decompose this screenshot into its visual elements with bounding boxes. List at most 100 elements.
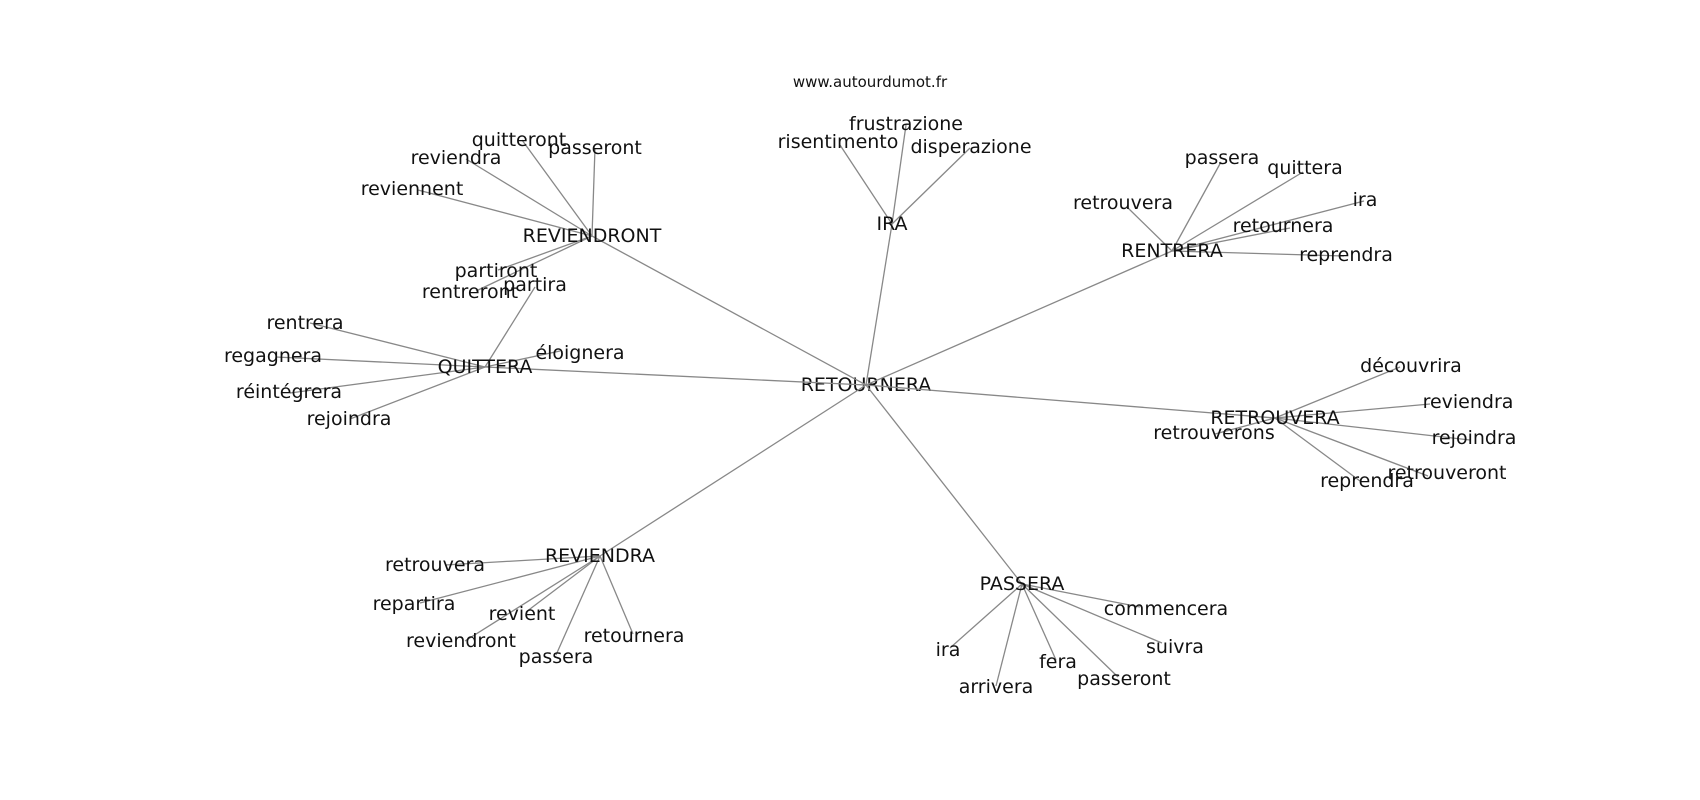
word-node: retrouverons (1153, 422, 1275, 444)
edge (349, 366, 486, 420)
edge (484, 286, 536, 368)
hub-group-retrouvera: RETROUVERA découvrira reviendra rejoindr… (865, 355, 1517, 492)
word-node: retrouvera (385, 554, 485, 576)
site-url: www.autourdumot.fr (793, 73, 948, 91)
edge (891, 147, 971, 225)
edge (1021, 583, 1057, 661)
word-node: retrouvera (1073, 192, 1173, 214)
edge (497, 235, 593, 271)
word-node: reviendra (411, 147, 502, 169)
edge (1021, 583, 1141, 608)
hub-node: RETROUVERA (1210, 407, 1339, 429)
edge (1171, 161, 1222, 252)
edge (839, 144, 893, 225)
word-node: reviendront (406, 630, 516, 652)
edge (1214, 417, 1276, 435)
edge (1171, 250, 1345, 257)
edge (949, 583, 1023, 649)
edge (525, 555, 601, 613)
hub-node: REVIENDRONT (523, 225, 662, 247)
edge (521, 139, 593, 237)
hub-group-passera: PASSERA commencera suivra ira fera passe… (865, 384, 1228, 698)
edge (417, 189, 593, 237)
word-node: rentrera (266, 312, 343, 334)
edge (1274, 366, 1401, 419)
edge (309, 322, 486, 368)
word-node: rejoindra (307, 408, 392, 430)
edge (465, 158, 593, 237)
word-node: retournera (584, 625, 685, 647)
word-node: rejoindra (1432, 427, 1517, 449)
hub-group-reviendra: REVIENDRA retrouvera repartira revient r… (373, 384, 867, 668)
center-hub-edge (599, 384, 867, 557)
hub-node: IRA (876, 213, 907, 235)
word-node: regagnera (224, 345, 322, 367)
word-node: frustrazione (849, 113, 963, 135)
word-node: commencera (1104, 598, 1228, 620)
word-node: ira (1353, 189, 1378, 211)
edge (995, 583, 1023, 687)
edge (289, 366, 486, 394)
word-node: arrivera (959, 676, 1034, 698)
edge (464, 555, 601, 642)
word-node: retournera (1233, 215, 1334, 237)
word-node: revient (489, 603, 556, 625)
hub-group-reviendront: REVIENDRONT quitteront passeront reviend… (361, 129, 867, 386)
word-node: partira (503, 274, 567, 296)
word-node: réintégrera (236, 381, 342, 403)
word-node: suivra (1146, 636, 1204, 658)
edge (1274, 417, 1429, 477)
edge (1274, 417, 1361, 482)
edge (1274, 403, 1431, 419)
hub-group-quittera: QUITTERA partira rentrera éloignera rega… (224, 274, 867, 430)
word-node: reprendra (1299, 244, 1393, 266)
edge (555, 555, 601, 656)
word-node: repartira (373, 593, 456, 615)
word-node: risentimento (778, 131, 899, 153)
word-node: reviendra (1423, 391, 1514, 413)
word-node: passera (519, 646, 594, 668)
center-hub-edge (484, 366, 867, 386)
hub-group-rentrera: RENTRERA passera quittera retrouvera ira… (865, 147, 1393, 386)
word-node: passeront (548, 137, 642, 159)
edge (1171, 171, 1304, 252)
edge (444, 555, 601, 566)
edge (475, 235, 593, 292)
center-hub-edge (865, 223, 893, 386)
word-node: fera (1039, 651, 1077, 673)
word-node: reprendra (1320, 470, 1414, 492)
edge (591, 147, 596, 237)
edge (1171, 227, 1291, 252)
word-node: partiront (455, 260, 538, 282)
hub-node: REVIENDRA (545, 545, 655, 567)
center-hub-edge (865, 384, 1276, 419)
word-node: passera (1185, 147, 1260, 169)
word-node: quittera (1267, 157, 1342, 179)
center-hub-edge (865, 250, 1173, 386)
edge (891, 124, 907, 225)
word-node: retrouveront (1387, 462, 1506, 484)
edge (1126, 206, 1173, 252)
edge (484, 350, 561, 368)
hub-node: QUITTERA (438, 356, 533, 378)
word-node: rentreront (422, 281, 518, 303)
edge (275, 356, 486, 368)
word-node: quitteront (472, 129, 566, 151)
word-node: ira (936, 639, 961, 661)
edge (1021, 583, 1119, 678)
word-node: reviennent (361, 178, 464, 200)
hub-node: RENTRERA (1121, 240, 1223, 262)
word-node: éloignera (535, 342, 624, 364)
hub-node: PASSERA (980, 573, 1065, 595)
word-node: découvrira (1360, 355, 1462, 377)
edge (1021, 583, 1163, 644)
word-node: disperazione (910, 136, 1031, 158)
center-hub-edge (591, 235, 867, 386)
edge (1274, 417, 1471, 441)
edge (419, 555, 601, 604)
edge (1171, 200, 1365, 252)
word-node: passeront (1077, 668, 1171, 690)
center-hub-edge (865, 384, 1023, 585)
edge (599, 555, 634, 635)
